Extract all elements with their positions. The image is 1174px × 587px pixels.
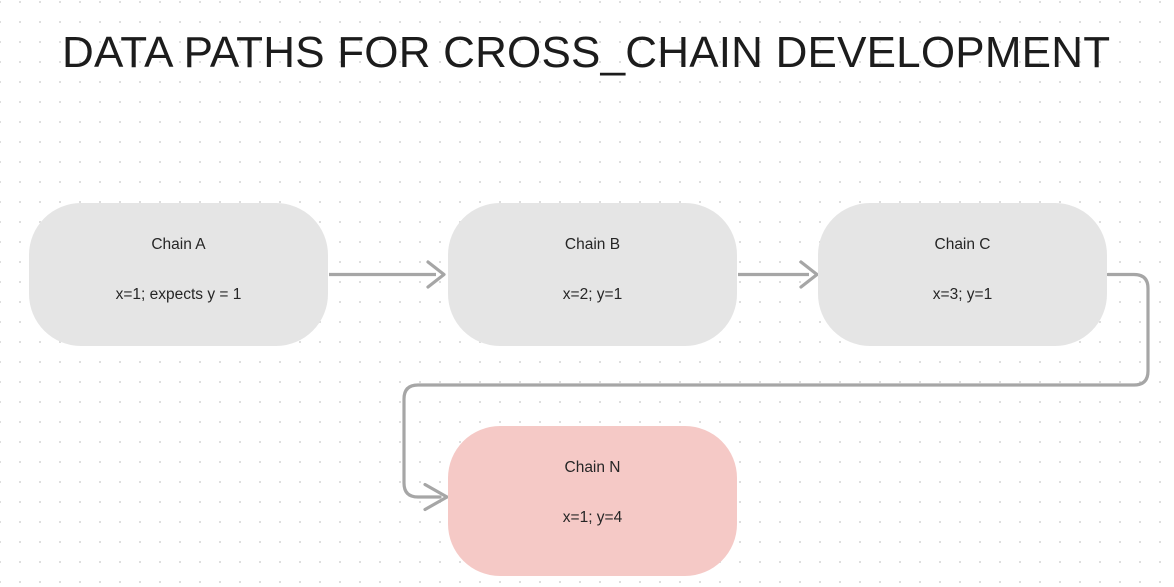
node-chain-c[interactable]: Chain C x=3; y=1	[818, 203, 1107, 346]
arrowhead-icon	[426, 260, 446, 289]
node-chain-c-detail: x=3; y=1	[932, 286, 993, 303]
node-chain-a-label: Chain A	[151, 236, 206, 253]
page-title: DATA PATHS FOR CROSS_CHAIN DEVELOPMENT	[62, 28, 1111, 77]
node-chain-a[interactable]: Chain A x=1; expects y = 1	[29, 203, 328, 346]
arrowhead-icon	[423, 482, 449, 512]
node-chain-n[interactable]: Chain N x=1; y=4	[448, 426, 737, 576]
arrowhead-icon	[799, 260, 819, 289]
node-chain-b[interactable]: Chain B x=2; y=1	[448, 203, 737, 346]
node-chain-n-label: Chain N	[564, 459, 621, 476]
node-chain-b-label: Chain B	[564, 236, 621, 253]
edge-chain-b-to-chain-c	[738, 260, 819, 289]
node-chain-b-detail: x=2; y=1	[562, 286, 623, 303]
node-chain-a-detail: x=1; expects y = 1	[115, 286, 242, 303]
node-chain-c-label: Chain C	[934, 236, 991, 253]
node-chain-n-detail: x=1; y=4	[562, 509, 623, 526]
edge-chain-a-to-chain-b	[329, 260, 446, 289]
